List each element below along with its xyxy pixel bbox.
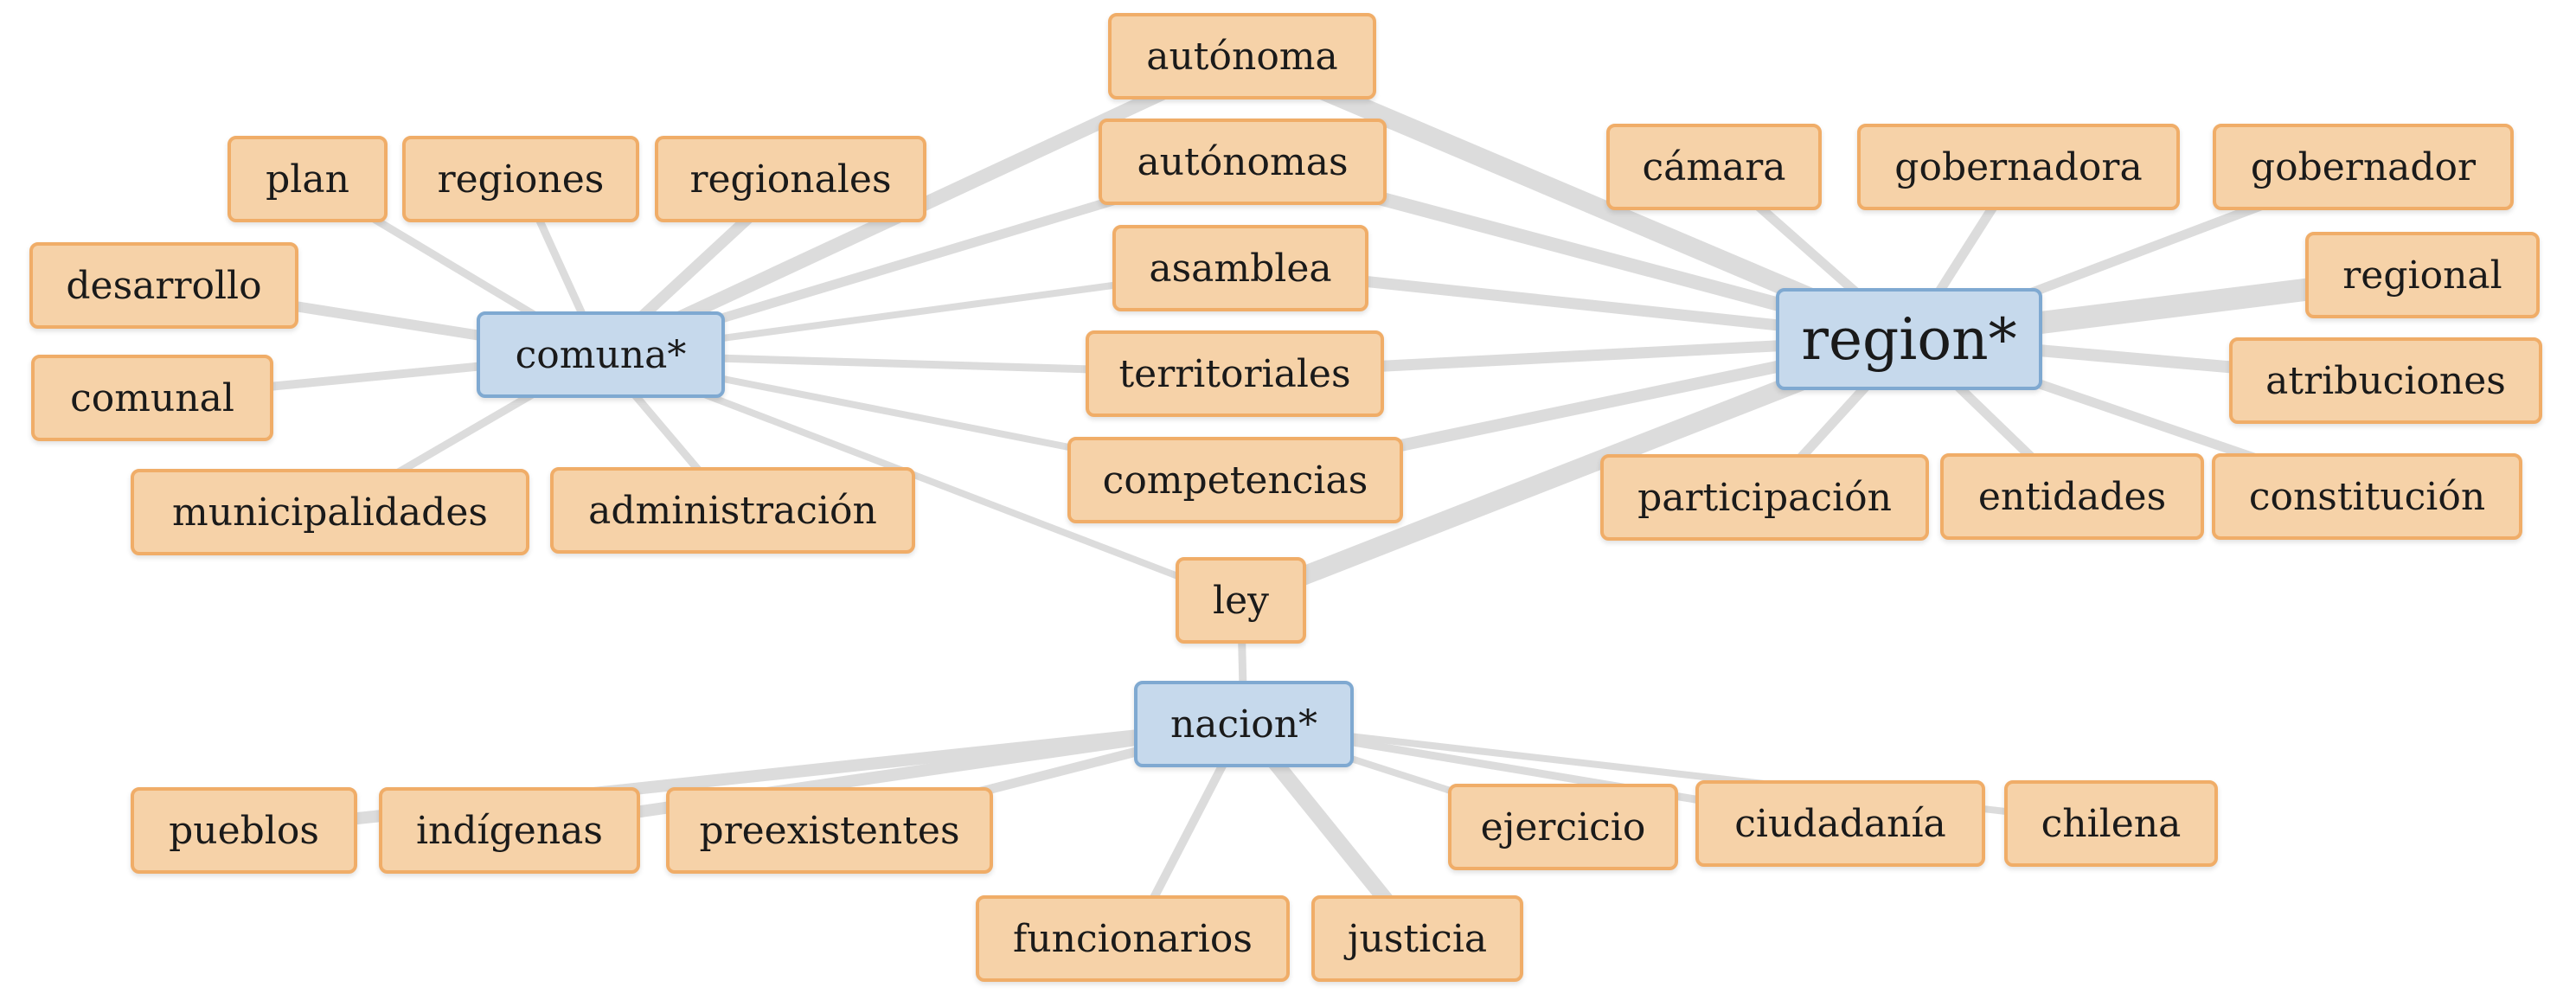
word-node-regiones: regiones	[402, 136, 639, 222]
word-node-administracion: administración	[550, 467, 915, 554]
hub-node-comuna: comuna*	[477, 311, 725, 398]
word-node-asamblea: asamblea	[1112, 225, 1368, 311]
hub-node-region: region*	[1776, 288, 2042, 390]
word-node-regional: regional	[2305, 232, 2540, 318]
word-node-justicia: justicia	[1311, 895, 1523, 982]
word-node-regionales: regionales	[655, 136, 926, 222]
word-node-indigenas: indígenas	[379, 787, 640, 874]
word-node-plan: plan	[227, 136, 388, 222]
word-node-ejercicio: ejercicio	[1448, 784, 1678, 870]
word-node-constitucion: constitución	[2212, 453, 2522, 540]
word-node-ciudadania: ciudadanía	[1695, 780, 1985, 867]
hub-node-nacion: nacion*	[1134, 681, 1354, 767]
word-node-camara: cámara	[1606, 124, 1822, 210]
word-node-municipalidades: municipalidades	[131, 469, 529, 555]
word-node-comunal: comunal	[31, 355, 273, 441]
word-node-autonoma: autónoma	[1108, 13, 1376, 99]
word-node-participacion: participación	[1600, 454, 1929, 541]
word-node-gobernador: gobernador	[2213, 124, 2514, 210]
word-node-pueblos: pueblos	[131, 787, 357, 874]
word-node-atribuciones: atribuciones	[2229, 337, 2542, 424]
word-node-funcionarios: funcionarios	[976, 895, 1290, 982]
word-node-entidades: entidades	[1940, 453, 2204, 540]
word-node-preexistentes: preexistentes	[666, 787, 993, 874]
word-node-chilena: chilena	[2004, 780, 2218, 867]
word-node-autonomas: autónomas	[1099, 119, 1387, 205]
word-node-ley: ley	[1176, 557, 1306, 644]
word-node-competencias: competencias	[1067, 437, 1403, 523]
word-node-desarrollo: desarrollo	[29, 242, 298, 329]
word-node-gobernadora: gobernadora	[1857, 124, 2180, 210]
word-node-territoriales: territoriales	[1086, 330, 1384, 417]
